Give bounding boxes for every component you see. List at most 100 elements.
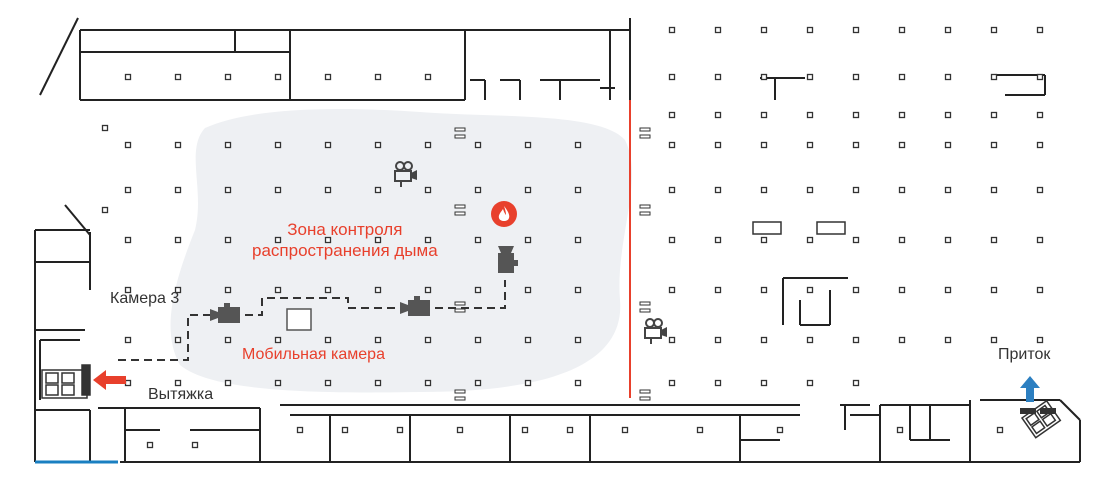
pillar [374,73,382,81]
pillar [274,336,282,344]
pillar [524,186,532,194]
supply-vent [1040,408,1056,414]
pillar [374,186,382,194]
pillar [990,336,998,344]
pillar [1036,286,1044,294]
pillar [944,73,952,81]
camera-icon [644,318,667,344]
door-mark [639,204,651,209]
pillar [760,186,768,194]
pillar [852,111,860,119]
pillar [191,441,199,449]
pillar [424,73,432,81]
pillar [224,73,232,81]
pillar [668,336,676,344]
pillar [898,186,906,194]
pillar [852,336,860,344]
pillar [296,426,304,434]
pillar [474,379,482,387]
door-mark [454,301,466,306]
pillar [760,336,768,344]
pillar [224,336,232,344]
supply-vent [1020,408,1036,414]
pillar [324,236,332,244]
pillar [806,186,814,194]
pillar [1036,336,1044,344]
door-mark [454,396,466,401]
pillar [224,379,232,387]
pillar [424,186,432,194]
pillar [990,26,998,34]
pillar [760,379,768,387]
exhaust-arrow-icon [93,370,126,390]
pillar [324,186,332,194]
pillar [424,141,432,149]
pillar [396,426,404,434]
pillar [574,186,582,194]
pillar [224,141,232,149]
pillar [174,286,182,294]
camera-route-2 [245,297,400,316]
pillar [101,124,109,132]
door-mark [639,301,651,306]
pillar [224,236,232,244]
pillar [146,441,154,449]
pillar [668,379,676,387]
pillar [101,206,109,214]
pillar [324,141,332,149]
door-mark [639,211,651,216]
pillar [174,186,182,194]
pillar [1036,141,1044,149]
pillar [714,286,722,294]
pillar [574,286,582,294]
pillar [524,141,532,149]
pillar [456,426,464,434]
pillar [760,236,768,244]
supply-arrow-icon [1020,376,1040,402]
mobile-camera-box-icon [286,308,312,331]
supply-label: Приток [998,346,1051,363]
smoke-zone-line2: распространения дыма [252,241,438,260]
exhaust-fans [41,364,91,399]
pillar [668,73,676,81]
pillar [524,286,532,294]
pillar [274,186,282,194]
pillar [224,186,232,194]
pillar [668,26,676,34]
door-mark [639,134,651,139]
pillar [124,379,132,387]
pillar [898,26,906,34]
room-block [816,221,846,235]
pillar [990,73,998,81]
pillar [374,236,382,244]
pillar [714,236,722,244]
pillar [990,236,998,244]
pillar [760,26,768,34]
smoke-zone [170,109,632,393]
pillar [806,379,814,387]
pillar [424,379,432,387]
pillar [806,286,814,294]
door-mark [639,389,651,394]
pillar [714,111,722,119]
pillar [806,111,814,119]
pillar [124,73,132,81]
pillar [1036,111,1044,119]
camera-route-3 [435,280,506,309]
pillar [424,336,432,344]
pillar [898,73,906,81]
pillar [224,286,232,294]
pillar [324,336,332,344]
pillar [898,236,906,244]
camera-icon [498,246,518,273]
pillar [714,26,722,34]
pillar [574,379,582,387]
pillar [174,141,182,149]
pillar [990,141,998,149]
pillar [944,111,952,119]
pillar [474,186,482,194]
pillar [852,379,860,387]
pillar [124,186,132,194]
pillar [124,141,132,149]
camera-icon [394,161,417,187]
